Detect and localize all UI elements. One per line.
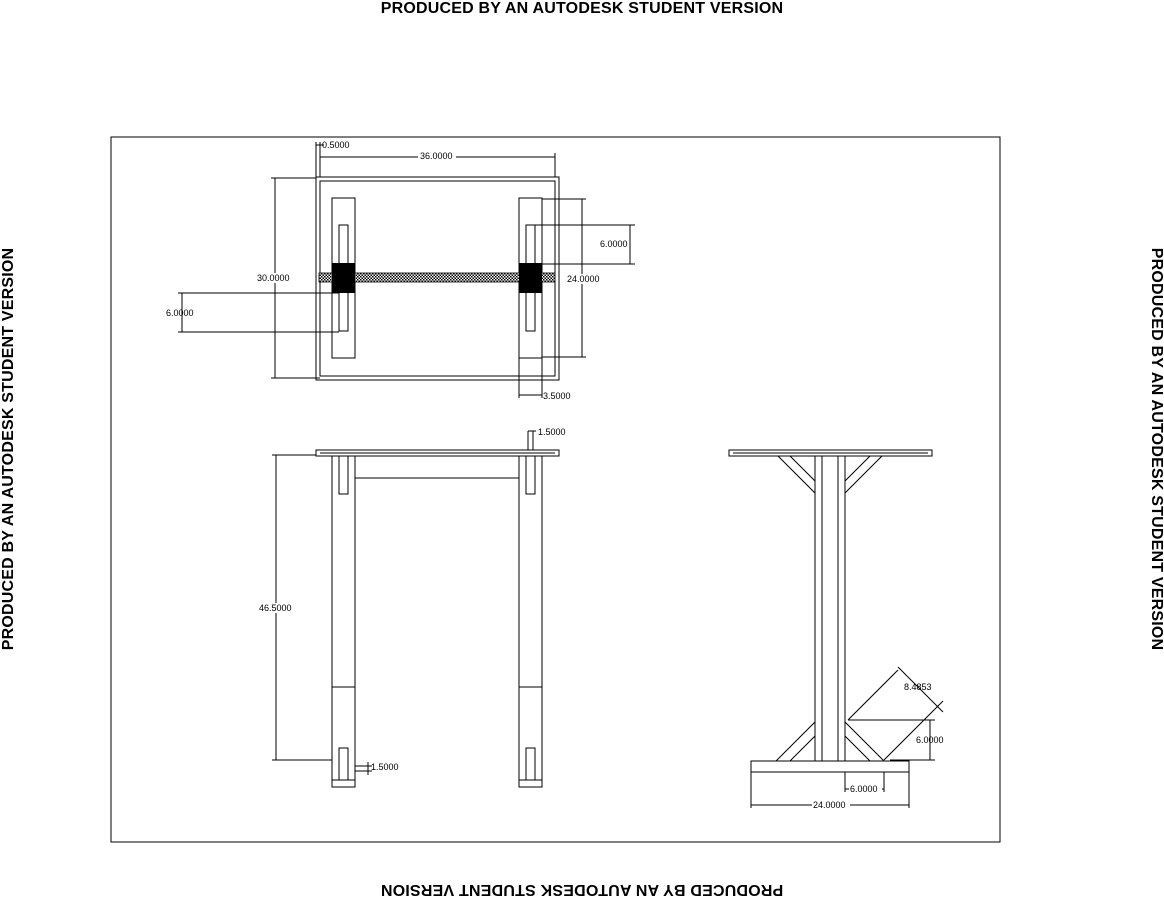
stretcher <box>318 272 556 283</box>
dim-leg-width: 3.5000 <box>543 391 571 401</box>
dim-width: 36.0000 <box>420 151 453 161</box>
front-right-tenon-bottom <box>525 747 536 781</box>
dim-brace-run: 6.0000 <box>850 784 878 794</box>
dim-slot-left: 6.0000 <box>166 308 194 318</box>
front-tabletop <box>315 449 560 457</box>
front-right-tenon-top <box>525 455 536 495</box>
dim-slot-right: 6.0000 <box>600 239 628 249</box>
dim-leg-spacing: 24.0000 <box>567 274 600 284</box>
dim-brace-length: 8.4853 <box>904 682 932 692</box>
top-right-brace <box>844 455 884 495</box>
side-base <box>750 760 910 773</box>
watermark-top: PRODUCED BY AN AUTODESK STUDENT VERSION <box>380 0 784 17</box>
tabletop-outer <box>315 176 560 381</box>
front-view: 1.5000 46.5000 1.5000 <box>258 427 566 788</box>
front-right-leg <box>518 455 543 688</box>
front-left-tenon-bottom <box>338 747 349 781</box>
dim-offset: 0.5000 <box>322 140 350 150</box>
side-view: 8.4853 6.0000 6.0000 24.0000 <box>728 449 944 810</box>
dim-base-width: 24.0000 <box>813 800 846 810</box>
side-leg <box>814 455 846 762</box>
front-left-leg <box>331 455 356 688</box>
top-view: 0.5000 36.0000 30.0000 24.0000 6.0000 6.… <box>166 140 635 401</box>
bottom-right-brace <box>844 720 886 762</box>
dim-height: 46.5000 <box>259 603 292 613</box>
dim-foot-thickness: 1.5000 <box>371 762 399 772</box>
drawing-frame <box>110 136 1001 843</box>
left-post <box>332 263 355 293</box>
front-right-foot <box>518 686 543 788</box>
top-left-brace <box>776 455 816 495</box>
front-left-foot <box>331 686 356 788</box>
front-left-tenon-top <box>338 455 349 495</box>
dim-depth: 30.0000 <box>257 273 290 283</box>
dim-top-thickness: 1.5000 <box>538 427 566 437</box>
right-post <box>519 263 542 293</box>
dim-brace-height: 6.0000 <box>916 735 944 745</box>
bottom-left-brace <box>774 720 816 762</box>
